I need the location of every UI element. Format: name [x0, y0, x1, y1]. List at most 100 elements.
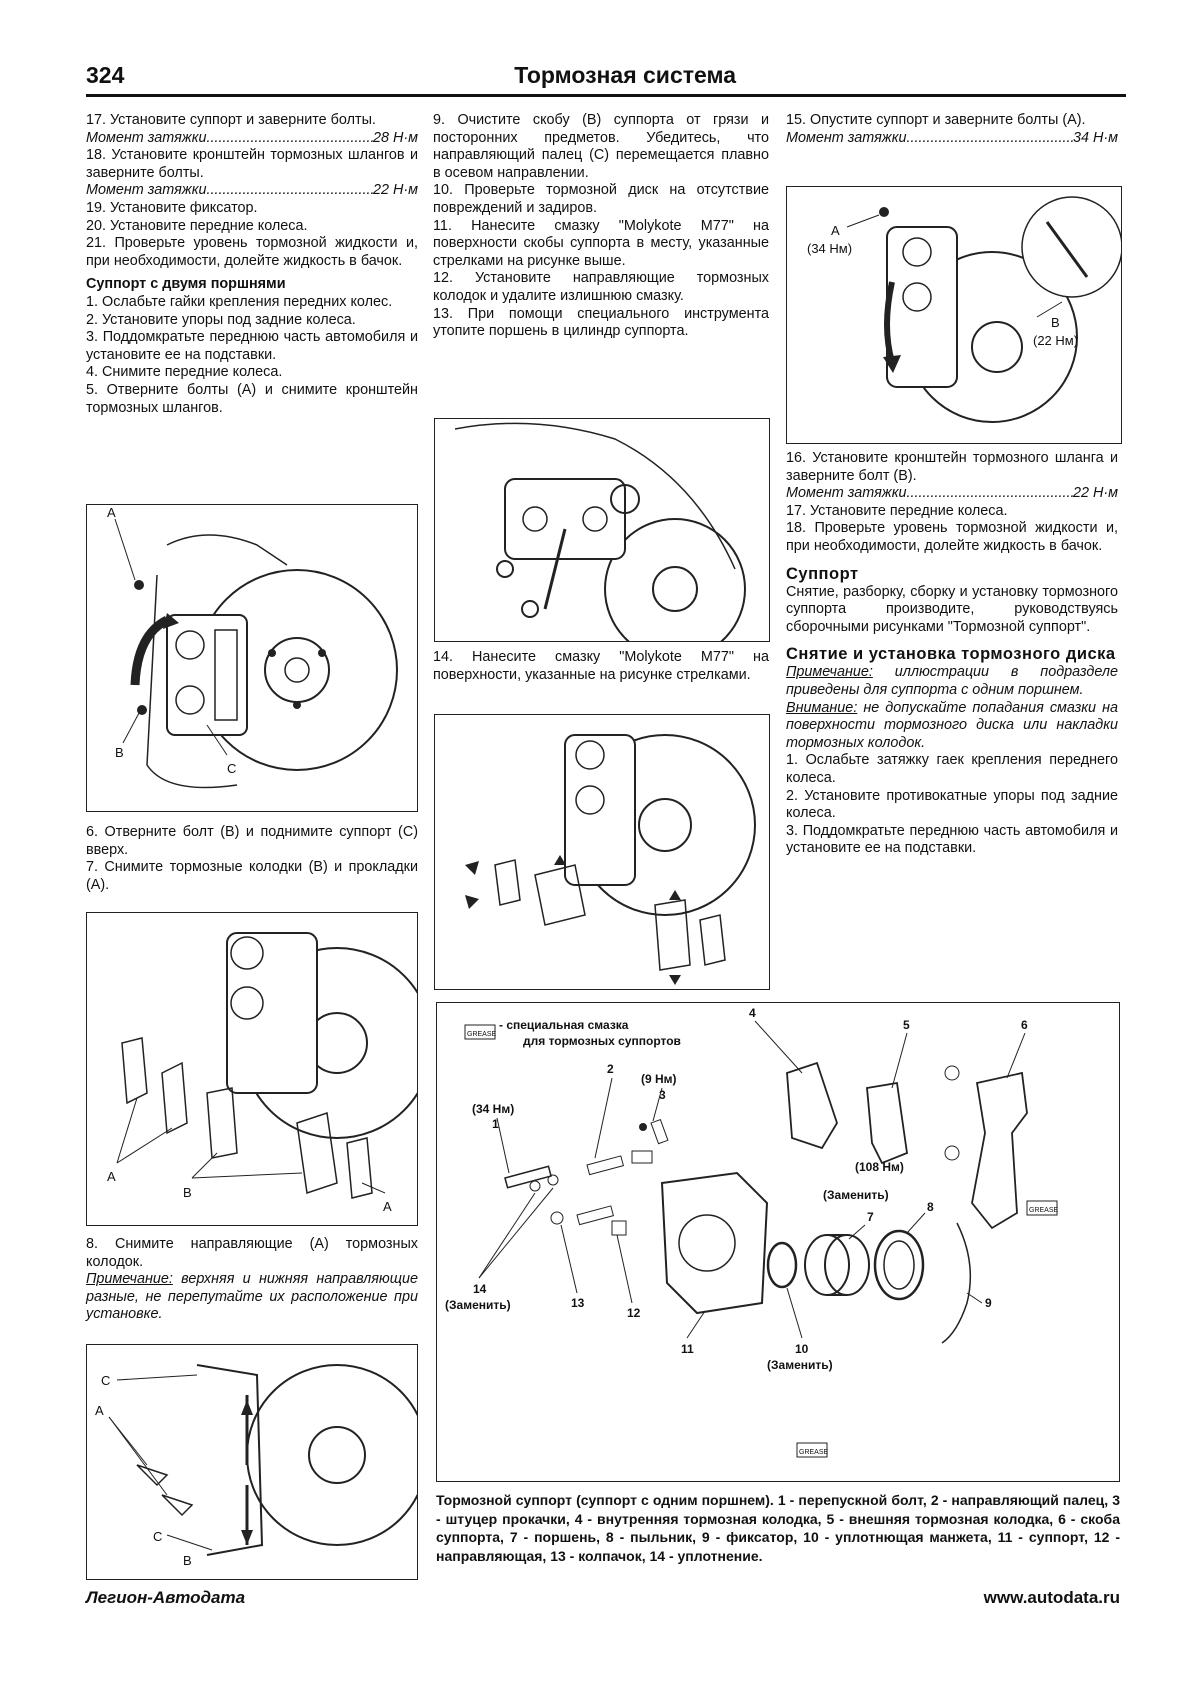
- part-12: 12: [627, 1306, 641, 1320]
- step-9: 9. Очистите скобу (В) суппорта от грязи …: [433, 112, 769, 181]
- step-15: 15. Опустите суппорт и заверните болты (…: [786, 112, 1086, 128]
- figure-grease-points: [434, 714, 770, 990]
- figure-caliper-exploded: GREASE - специальная смазка для тормозны…: [436, 1002, 1120, 1482]
- label-b: B: [183, 1185, 192, 1200]
- section-heading-caliper: Суппорт: [786, 564, 859, 583]
- caliper-text: Снятие, разборку, сборку и установку тор…: [786, 583, 1118, 635]
- grease-icon: [1026, 1200, 1058, 1216]
- torque-spec: Момент затяжки28 Н·м: [86, 130, 418, 148]
- column-1c: 8. Снимите направляющие (А) тормозных ко…: [86, 1236, 418, 1324]
- svg-text:GREASE: GREASE: [799, 1449, 829, 1456]
- part-6: 6: [1021, 1018, 1028, 1032]
- part-13: 13: [571, 1296, 585, 1310]
- part-8: 8: [927, 1200, 934, 1214]
- label-c: C: [153, 1529, 162, 1544]
- label-a: A: [107, 1169, 116, 1184]
- label-b: B: [1051, 315, 1060, 330]
- disc-step-3: 3. Поддомкратьте переднюю часть автомоби…: [786, 822, 1118, 857]
- step-8: 8. Снимите направляющие (А) тормозных ко…: [86, 1236, 418, 1270]
- step-11: 11. Нанесите смазку "Molykote M77" на по…: [433, 217, 769, 269]
- step-17: 17. Установите суппорт и заверните болты…: [86, 112, 376, 128]
- page-header: 324 Тормозная система: [86, 62, 1126, 98]
- step-17: 17. Установите передние колеса.: [786, 502, 1008, 519]
- part-7: 7: [867, 1210, 874, 1224]
- warning: Внимание: не допускайте попадания смазки…: [786, 699, 1118, 751]
- label-a: A: [95, 1403, 104, 1418]
- part-1: 1: [492, 1117, 499, 1131]
- part-11: 11: [681, 1342, 694, 1356]
- column-1: 17. Установите суппорт и заверните болты…: [86, 112, 418, 417]
- column-3: 15. Опустите суппорт и заверните болты (…: [786, 112, 1118, 147]
- label-a: A: [383, 1199, 392, 1214]
- step-10: 10. Проверьте тормозной диск на отсутств…: [433, 182, 769, 216]
- note: Примечание: иллюстрации в подразделе при…: [786, 664, 1118, 698]
- part-10: 10: [795, 1342, 809, 1356]
- step-19: 19. Установите фиксатор.: [86, 199, 258, 216]
- step-20: 20. Установите передние колеса.: [86, 217, 308, 234]
- header-rule: [86, 94, 1126, 97]
- section-heading-disc: Снятие и установка тормозного диска: [786, 645, 1116, 664]
- figure-pad-guides: C A C B: [86, 1344, 418, 1580]
- step-6: 6. Отверните болт (В) и поднимите суппор…: [86, 824, 418, 858]
- step-5: 5. Отверните болты (А) и снимите кронште…: [86, 381, 418, 416]
- grease-icon: [464, 1024, 496, 1040]
- label-b: B: [183, 1553, 192, 1568]
- figure-caliper-install: A (34 Нм) B (22 Нм): [786, 186, 1122, 444]
- label-a: A: [831, 223, 840, 238]
- step-7: 7. Снимите тормозные колодки (В) и прокл…: [86, 859, 418, 893]
- step-14: 14. Нанесите смазку "Molykote M77" на по…: [433, 649, 769, 683]
- step-18: 18. Проверьте уровень тормозной жидкости…: [786, 520, 1118, 554]
- step-12: 12. Установите направляющие тормозных ко…: [433, 270, 769, 304]
- part-4: 4: [749, 1006, 756, 1020]
- step-4: 4. Снимите передние колеса.: [86, 364, 283, 381]
- step-1: 1. Ослабьте гайки крепления передних кол…: [86, 293, 393, 310]
- torque-108: (108 Нм): [855, 1160, 904, 1174]
- part-3: 3: [659, 1088, 666, 1102]
- torque-34: (34 Нм): [472, 1102, 514, 1116]
- torque-spec: Момент затяжки34 Н·м: [786, 130, 1118, 148]
- disc-step-1: 1. Ослабьте затяжку гаек крепления перед…: [786, 752, 1118, 786]
- disc-step-2: 2. Установите противокатные упоры под за…: [786, 787, 1118, 822]
- column-2: 9. Очистите скобу (В) суппорта от грязи …: [433, 112, 769, 341]
- column-1b: 6. Отверните болт (В) и поднимите суппор…: [86, 824, 418, 894]
- svg-text:GREASE: GREASE: [1029, 1207, 1059, 1214]
- legend-line-2: для тормозных суппортов: [523, 1034, 681, 1048]
- torque-spec: Момент затяжки22 Н·м: [786, 485, 1118, 503]
- part-9: 9: [985, 1296, 992, 1310]
- note: Примечание: верхняя и нижняя направляющи…: [86, 1271, 418, 1323]
- torque-9: (9 Нм): [641, 1072, 677, 1086]
- step-16: 16. Установите кронштейн тормозного шлан…: [786, 450, 1118, 484]
- column-3b: 16. Установите кронштейн тормозного шлан…: [786, 450, 1118, 858]
- part-14: 14: [473, 1282, 487, 1296]
- label-a: A: [107, 505, 116, 520]
- subsection-heading: Суппорт с двумя поршнями: [86, 276, 286, 293]
- column-2b: 14. Нанесите смазку "Molykote M77" на по…: [433, 649, 769, 684]
- step-3: 3. Поддомкратьте переднюю часть автомоби…: [86, 329, 418, 363]
- part-2: 2: [607, 1062, 614, 1076]
- figure-brake-pads-removal: A B A: [86, 912, 418, 1226]
- replace-label: (Заменить): [767, 1358, 833, 1372]
- legend-line-1: - специальная смазка: [499, 1018, 629, 1032]
- step-13: 13. При помощи специального инструмента …: [433, 305, 769, 340]
- label-b-torque: (22 Нм): [1033, 333, 1078, 348]
- footer-publisher: Легион-Автодата: [86, 1588, 246, 1607]
- part-5: 5: [903, 1018, 910, 1032]
- torque-spec: Момент затяжки22 Н·м: [86, 182, 418, 200]
- step-21: 21. Проверьте уровень тормозной жидкости…: [86, 235, 418, 269]
- label-a-torque: (34 Нм): [807, 241, 852, 256]
- figure-caliper-bracket: [434, 418, 770, 642]
- label-c: C: [101, 1373, 110, 1388]
- footer-url[interactable]: www.autodata.ru: [983, 1588, 1120, 1607]
- step-18: 18. Установите кронштейн тормозных шланг…: [86, 147, 418, 181]
- replace-label: (Заменить): [823, 1188, 889, 1202]
- page-number: 324: [86, 62, 125, 88]
- svg-text:GREASE: GREASE: [467, 1031, 497, 1038]
- step-2: 2. Установите упоры под задние колеса.: [86, 311, 356, 328]
- section-title: Тормозная система: [514, 62, 736, 88]
- figure-caption: Тормозной суппорт (суппорт с одним поршн…: [436, 1492, 1120, 1564]
- replace-label: (Заменить): [445, 1298, 511, 1312]
- label-c: C: [227, 761, 236, 776]
- figure-caliper-two-piston: A B C: [86, 504, 418, 812]
- label-b: B: [115, 745, 124, 760]
- grease-icon: [796, 1442, 828, 1458]
